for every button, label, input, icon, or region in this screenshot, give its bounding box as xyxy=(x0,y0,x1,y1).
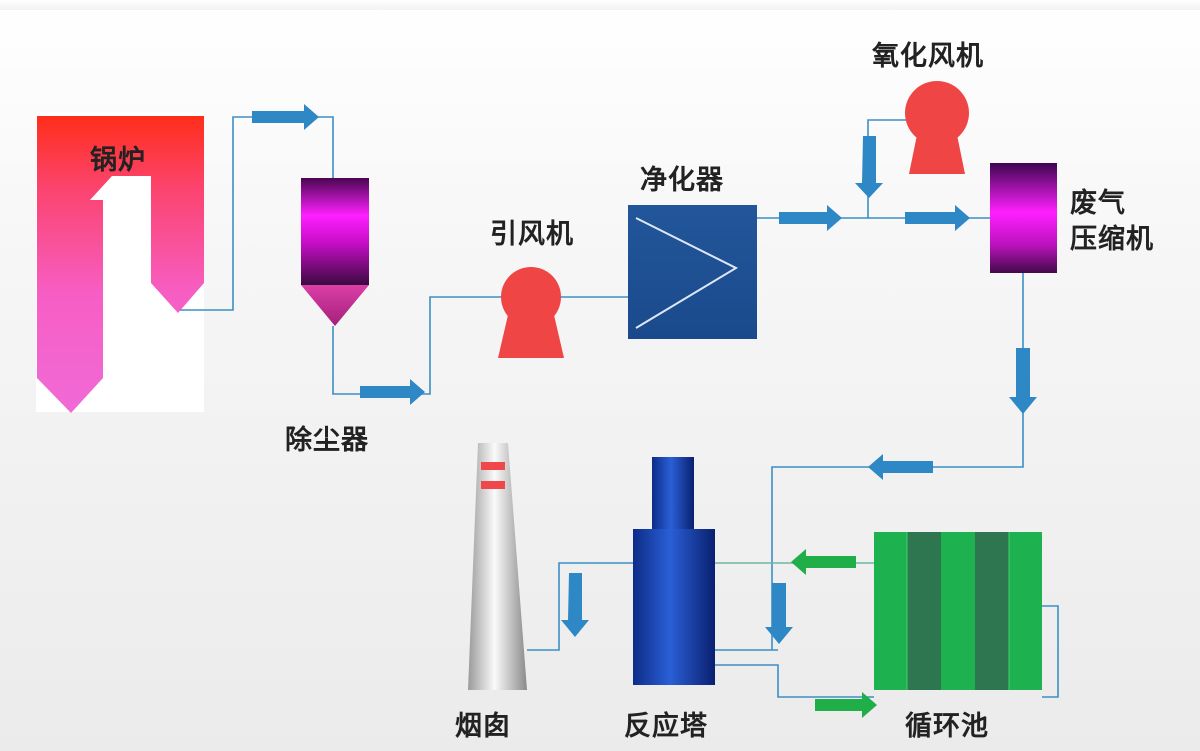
pipe-dust-to-fan xyxy=(332,296,502,395)
induced-fan xyxy=(498,267,564,358)
dust-collector-body xyxy=(301,178,369,285)
circulation-pool xyxy=(874,532,1042,690)
arrow-right-purifier xyxy=(779,205,842,231)
label-compressor: 废气 压缩机 xyxy=(1070,186,1154,258)
pipe-tower-to-chimney xyxy=(527,562,633,651)
label-circulation-pool: 循环池 xyxy=(905,711,989,742)
label-chimney: 烟囱 xyxy=(455,711,511,742)
label-purifier: 净化器 xyxy=(640,165,724,196)
purifier xyxy=(628,205,757,339)
green-arrow-left xyxy=(791,549,856,575)
chimney xyxy=(468,443,527,690)
pipe-boiler-to-dust xyxy=(177,116,334,311)
label-reaction-tower: 反应塔 xyxy=(624,711,708,742)
dust-collector-cone xyxy=(301,285,369,326)
arrow-right-dust xyxy=(360,379,425,405)
boiler-shape xyxy=(37,116,204,413)
green-arrows xyxy=(791,549,877,718)
flow-arrows xyxy=(252,104,1037,644)
boiler-notch xyxy=(98,176,151,198)
arrow-down-compressor xyxy=(1009,348,1037,414)
arrow-down-chimney xyxy=(561,573,589,637)
reaction-tower xyxy=(633,457,715,685)
arrow-down-oxidation xyxy=(855,136,883,198)
pipe-purifier-to-compressor xyxy=(757,119,906,219)
pipe-pool-loop xyxy=(1042,605,1059,698)
arrow-right-top xyxy=(252,104,319,130)
arrow-down-tower xyxy=(765,583,793,644)
oxidation-fan xyxy=(905,81,969,174)
pipe-tower-to-pool-bottom xyxy=(715,664,874,698)
label-compressor-line2: 压缩机 xyxy=(1070,224,1154,255)
top-band xyxy=(0,0,1200,10)
label-boiler: 锅炉 xyxy=(90,145,146,176)
arrow-left-return xyxy=(868,454,933,480)
label-compressor-line1: 废气 xyxy=(1070,188,1126,219)
label-dust-collector: 除尘器 xyxy=(285,425,369,456)
label-induced-fan: 引风机 xyxy=(490,219,574,250)
arrow-right-compressor xyxy=(905,205,970,231)
green-arrow-right xyxy=(815,692,877,718)
label-oxidation-fan: 氧化风机 xyxy=(872,41,984,72)
compressor-body xyxy=(990,163,1057,273)
